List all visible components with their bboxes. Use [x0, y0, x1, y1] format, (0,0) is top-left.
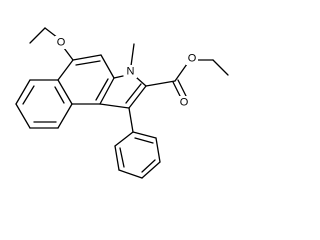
- bond-carbonyl-o-double-a: [172, 81, 182, 99]
- bond-c3a-n: [113, 75, 124, 79]
- nitrogen-label: N: [127, 66, 135, 78]
- bond-c2-c1-double: [125, 83, 142, 104]
- bond-ph-4-5-double: [141, 159, 156, 173]
- bond-c1-c9b: [99, 103, 130, 109]
- bond-c5-c4: [72, 54, 102, 61]
- bond-ph-6-1: [132, 131, 157, 139]
- bond-c3a-c9b-double: [95, 78, 109, 101]
- bonds: [15, 27, 229, 179]
- bond-ph-1-2: [114, 131, 134, 147]
- bond-c6-c7: [15, 79, 31, 105]
- bond-ethyl-ch3-ch2: [29, 27, 46, 44]
- bond-c3a-c9b: [99, 77, 115, 105]
- bond-ph-3-4: [118, 169, 143, 179]
- bond-c1-phenyl: [128, 107, 134, 133]
- bond-c2-carbonyl: [145, 80, 176, 87]
- bond-c9a-c5a-inner-double: [54, 86, 65, 104]
- atom-oxygen-ester-double: O: [178, 96, 190, 109]
- bond-c4-c3a: [100, 54, 115, 79]
- atom-nitrogen: N: [124, 65, 137, 78]
- bond-c6-c7-double: [22, 85, 35, 105]
- bond-n-c2: [136, 77, 147, 87]
- oxygen-ester-double-label: O: [180, 97, 189, 109]
- bond-ph-2-3: [114, 145, 120, 171]
- bond-c7-c8: [15, 103, 31, 129]
- bond-c9a-c5a: [57, 79, 73, 105]
- oxygen-ether-label: O: [57, 37, 66, 49]
- bond-n-methyl: [130, 43, 135, 67]
- oxygen-ester-single-label: O: [188, 53, 197, 65]
- bond-carbonyl-o-single: [174, 63, 188, 82]
- bond-c9-c9a: [57, 103, 73, 129]
- bond-carbonyl-o-double-b: [177, 79, 187, 97]
- bond-c5a-c5: [57, 59, 74, 81]
- bond-o-c5: [63, 47, 74, 61]
- bond-c5-c4-double: [75, 60, 101, 66]
- bond-c2-c1: [128, 85, 147, 109]
- bond-ethyl-ch2-ch3: [212, 59, 229, 76]
- bond-ph-4-5: [141, 161, 161, 179]
- atom-oxygen-ester-single: O: [186, 52, 198, 65]
- chemical-structure-diagram: O N O O: [15, 27, 229, 179]
- bond-ph-2-3-double: [119, 147, 125, 168]
- bond-ph-5-6: [155, 137, 161, 163]
- atom-labels: O N O O: [55, 36, 198, 109]
- bond-ph-6-1-double: [134, 137, 154, 144]
- atom-oxygen-ether: O: [55, 36, 67, 49]
